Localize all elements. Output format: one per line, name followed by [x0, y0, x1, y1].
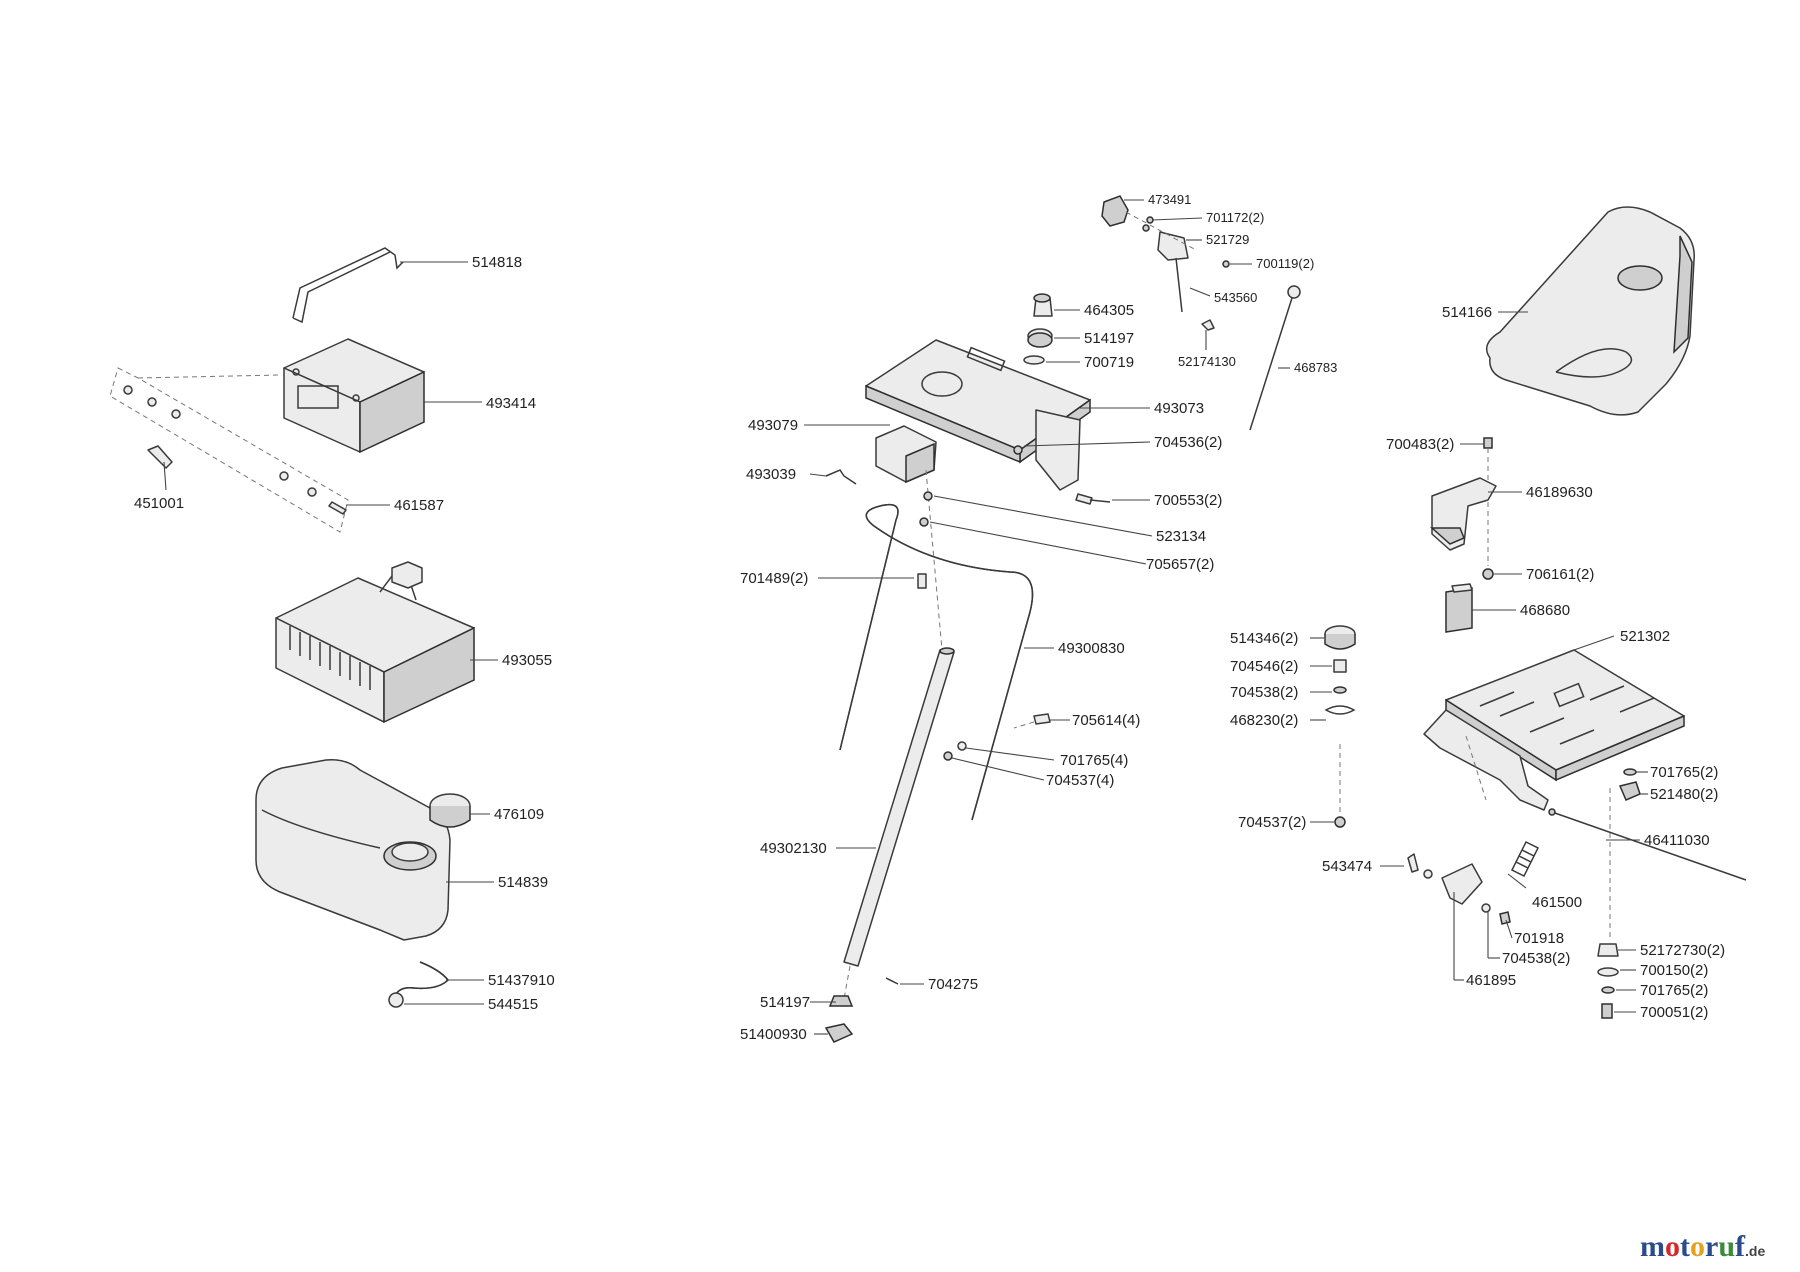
part-label-704538a[interactable]: 704538(2)	[1230, 684, 1298, 701]
part-label-51437910[interactable]: 51437910	[488, 972, 555, 989]
part-label-514346[interactable]: 514346(2)	[1230, 630, 1298, 647]
part-label-700150[interactable]: 700150(2)	[1640, 962, 1708, 979]
column-bracket-drawing	[804, 424, 937, 485]
part-label-701765a[interactable]: 701765(4)	[1060, 752, 1128, 769]
part-label-468783[interactable]: 468783	[1294, 360, 1337, 375]
seat-spring-stack-drawing	[1310, 625, 1356, 828]
part-label-700119[interactable]: 700119(2)	[1256, 256, 1314, 271]
part-label-514197b[interactable]: 514197	[760, 994, 810, 1011]
fuel-tank-drawing	[255, 758, 494, 941]
part-label-493039[interactable]: 493039	[746, 466, 796, 483]
part-label-461500[interactable]: 461500	[1532, 894, 1582, 911]
part-label-49300830[interactable]: 49300830	[1058, 640, 1125, 657]
part-label-701765c[interactable]: 701765(2)	[1640, 982, 1708, 999]
part-label-49302130[interactable]: 49302130	[760, 840, 827, 857]
part-label-476109[interactable]: 476109	[494, 806, 544, 823]
part-label-706161[interactable]: 706161(2)	[1526, 566, 1594, 583]
handle-hardware-drawing	[943, 713, 1070, 781]
battery-drawing	[283, 338, 482, 454]
part-label-451001[interactable]: 451001	[134, 495, 184, 512]
part-label-704275[interactable]: 704275	[928, 976, 978, 993]
motoruf-watermark: motoruf.de	[1640, 1230, 1765, 1263]
part-label-473491[interactable]: 473491	[1148, 192, 1191, 207]
fuel-hose-drawing	[388, 961, 484, 1008]
battery-box-drawing	[275, 561, 498, 724]
part-label-493414[interactable]: 493414	[486, 395, 536, 412]
part-label-700051[interactable]: 700051(2)	[1640, 1004, 1708, 1021]
part-label-468230[interactable]: 468230(2)	[1230, 712, 1298, 729]
column-bushings-drawing	[1023, 293, 1080, 365]
panel-screws-drawing	[1013, 441, 1151, 505]
seat-latch-drawing	[1380, 840, 1540, 981]
part-label-514166[interactable]: 514166	[1442, 304, 1492, 321]
part-label-52172730[interactable]: 52172730(2)	[1640, 942, 1725, 959]
part-label-493055[interactable]: 493055	[502, 652, 552, 669]
part-label-514197a[interactable]: 514197	[1084, 330, 1134, 347]
part-label-514839[interactable]: 514839	[498, 874, 548, 891]
part-label-705657[interactable]: 705657(2)	[1146, 556, 1214, 573]
seat-plate-drawing	[1423, 635, 1685, 811]
part-label-543560[interactable]: 543560	[1214, 290, 1257, 305]
part-label-701918[interactable]: 701918	[1514, 930, 1564, 947]
battery-hardware-group	[109, 367, 390, 533]
part-label-704537a[interactable]: 704537(4)	[1046, 772, 1114, 789]
part-label-493073[interactable]: 493073	[1154, 400, 1204, 417]
steering-column-drawing	[810, 469, 1153, 1043]
part-label-461587[interactable]: 461587	[394, 497, 444, 514]
part-label-464305[interactable]: 464305	[1084, 302, 1134, 319]
part-label-543474[interactable]: 543474	[1322, 858, 1372, 875]
part-label-705614[interactable]: 705614(4)	[1072, 712, 1140, 729]
part-label-461895[interactable]: 461895	[1466, 972, 1516, 989]
seat-plate-fastener-stack-drawing	[1597, 788, 1636, 1019]
part-label-51400930[interactable]: 51400930	[740, 1026, 807, 1043]
part-label-521480[interactable]: 521480(2)	[1650, 786, 1718, 803]
part-label-704538b[interactable]: 704538(2)	[1502, 950, 1570, 967]
part-label-701172[interactable]: 701172(2)	[1206, 210, 1264, 225]
part-label-52174130[interactable]: 52174130	[1178, 354, 1236, 369]
part-label-700483[interactable]: 700483(2)	[1386, 436, 1454, 453]
part-label-701765b[interactable]: 701765(2)	[1650, 764, 1718, 781]
watermark-wordmark: motoruf.de	[1640, 1230, 1765, 1263]
seat-drawing	[1485, 206, 1695, 416]
part-label-704546[interactable]: 704546(2)	[1230, 658, 1298, 675]
battery-strap-drawing	[292, 247, 468, 324]
part-label-701489[interactable]: 701489(2)	[740, 570, 808, 587]
part-label-700719[interactable]: 700719	[1084, 354, 1134, 371]
part-label-700553[interactable]: 700553(2)	[1154, 492, 1222, 509]
seat-adjust-rod-drawing	[1465, 735, 1747, 881]
part-label-523134[interactable]: 523134	[1156, 528, 1206, 545]
part-label-46411030[interactable]: 46411030	[1644, 832, 1710, 849]
part-label-468680[interactable]: 468680	[1520, 602, 1570, 619]
seat-switch-drawing	[1430, 437, 1522, 633]
part-label-521302[interactable]: 521302	[1620, 628, 1670, 645]
part-label-514818[interactable]: 514818	[472, 254, 522, 271]
part-label-704537b[interactable]: 704537(2)	[1238, 814, 1306, 831]
part-label-544515[interactable]: 544515	[488, 996, 538, 1013]
seat-plate-hardware-drawing	[1618, 768, 1648, 801]
part-label-46189630[interactable]: 46189630	[1526, 484, 1593, 501]
part-label-521729[interactable]: 521729	[1206, 232, 1249, 247]
part-label-493079[interactable]: 493079	[748, 417, 798, 434]
fuel-cap-drawing	[429, 793, 490, 828]
part-label-704536[interactable]: 704536(2)	[1154, 434, 1222, 451]
handle-frame-drawing	[839, 503, 1054, 821]
control-panel-drawing	[865, 339, 1150, 491]
throttle-assembly-drawing	[1101, 195, 1252, 350]
dipstick-drawing	[1249, 285, 1301, 431]
